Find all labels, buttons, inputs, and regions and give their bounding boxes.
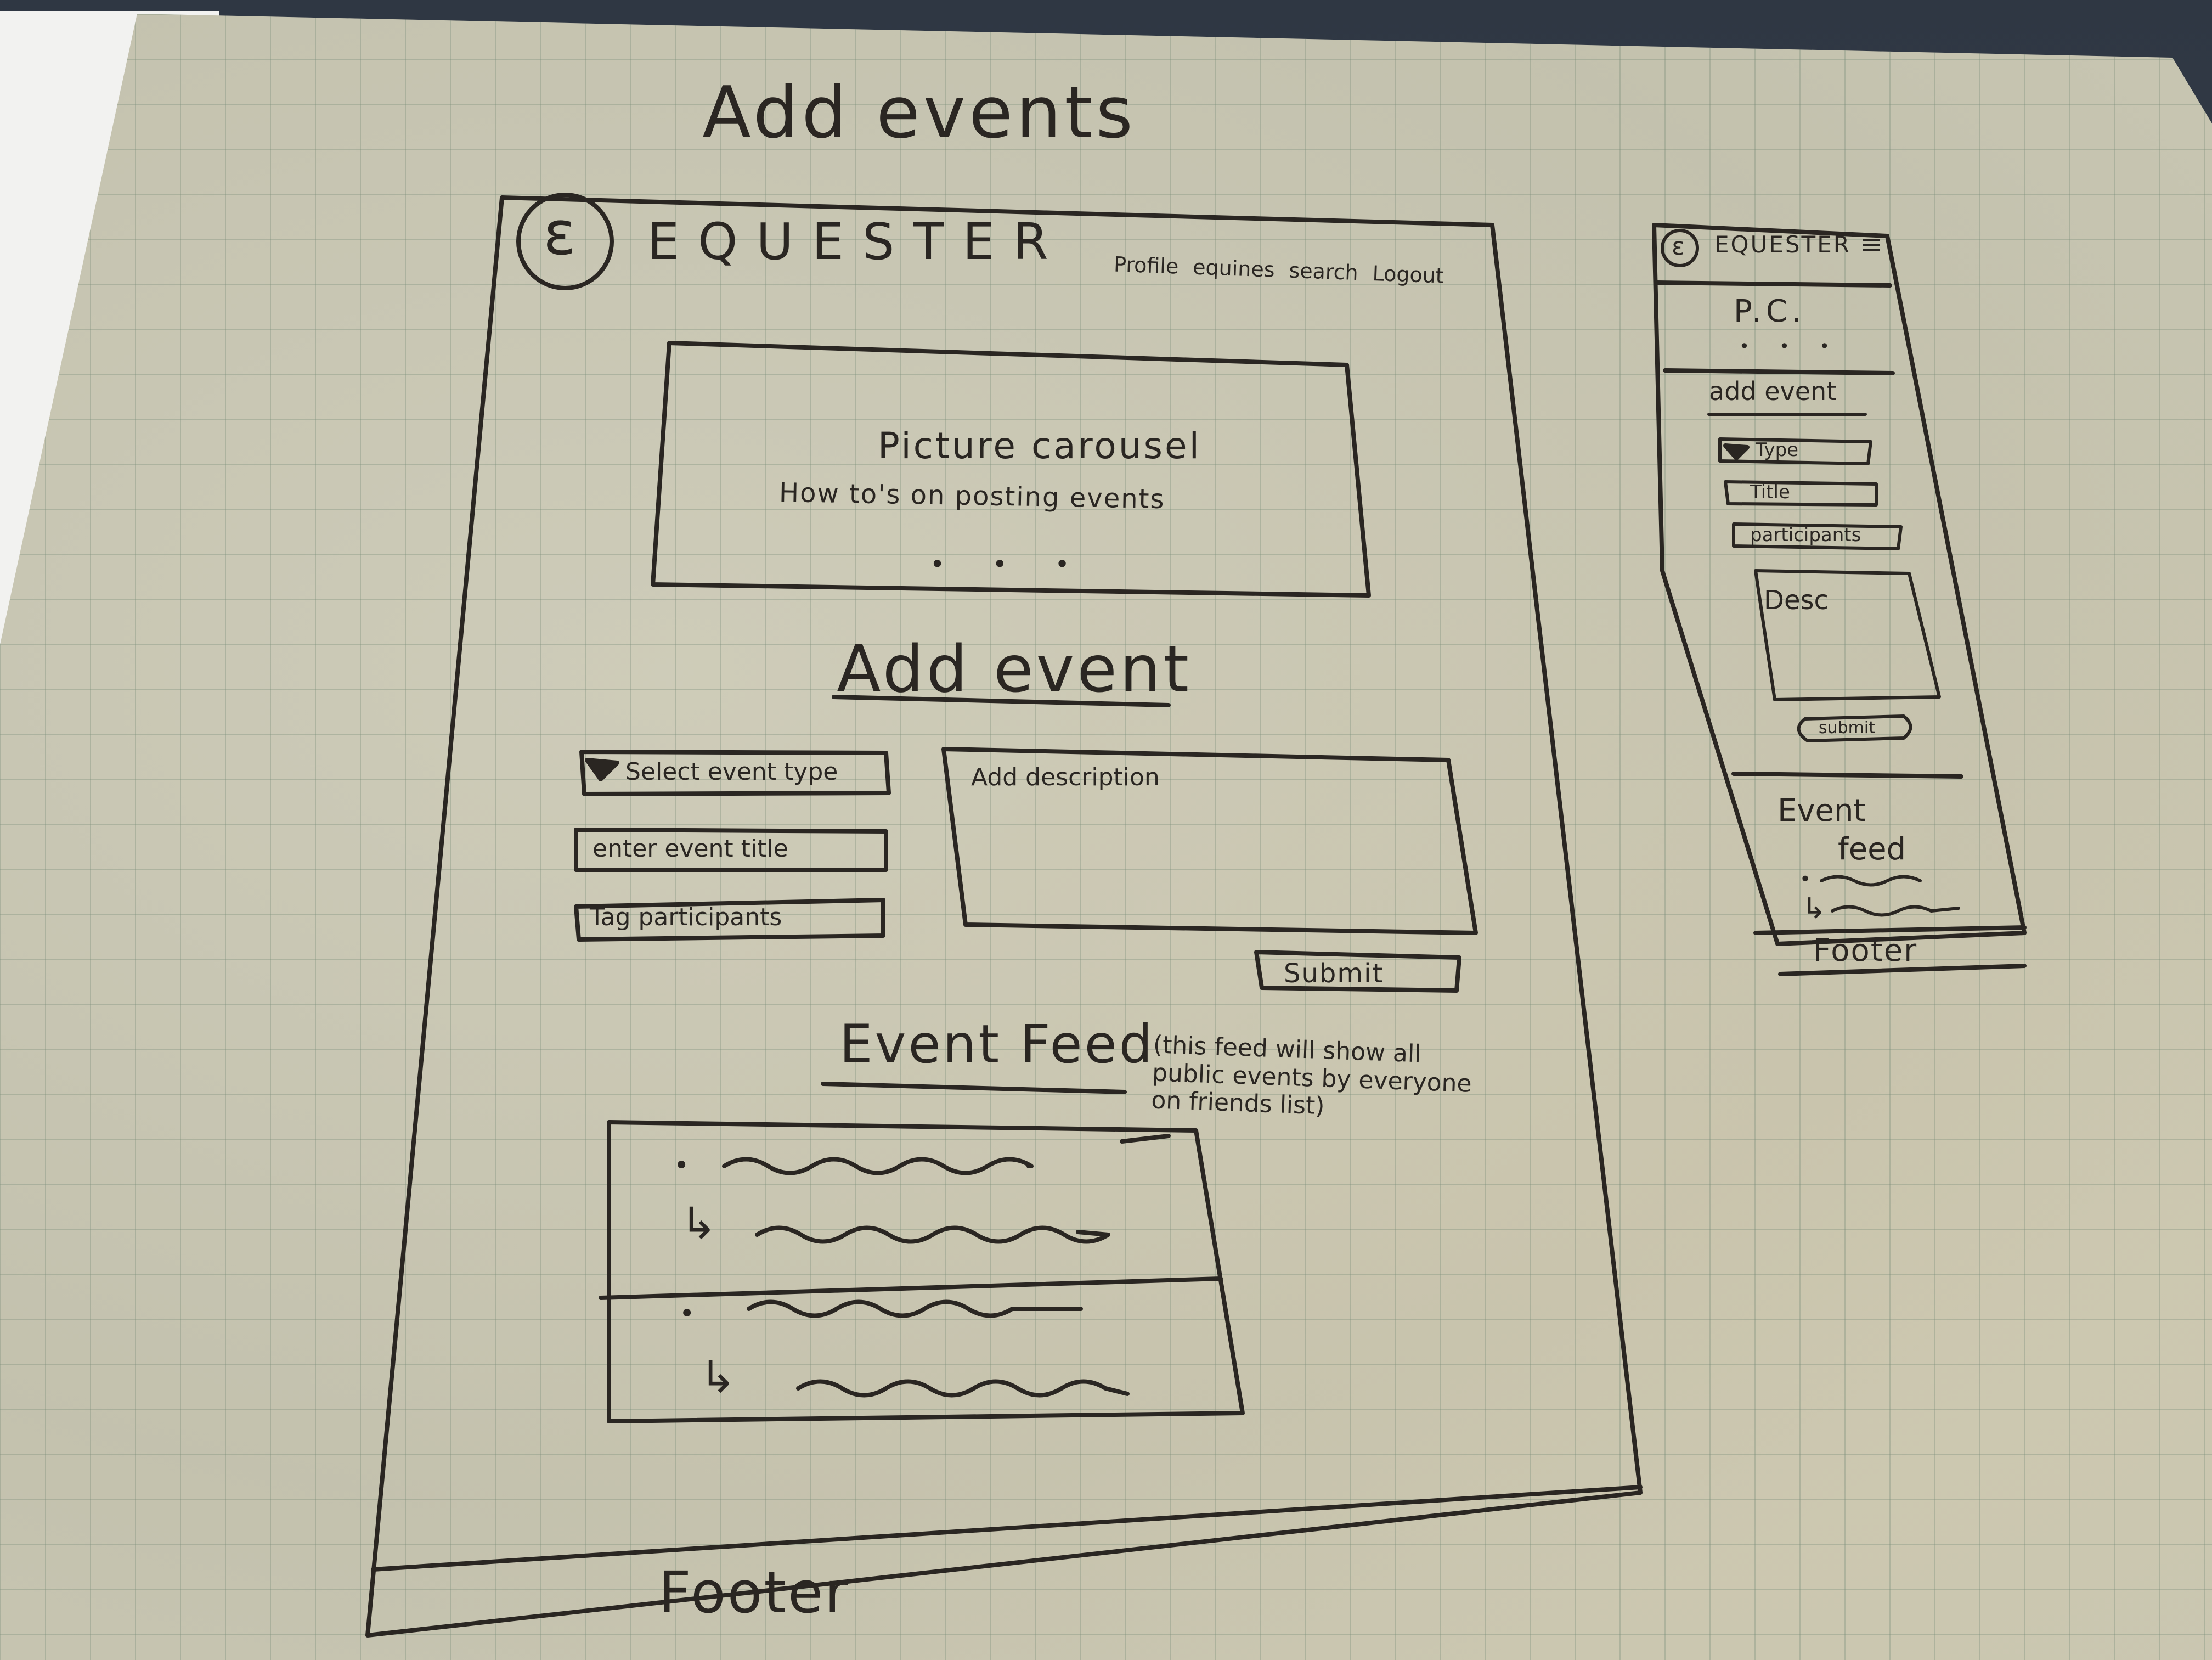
submit-box	[1254, 950, 1462, 993]
mobile-brand: EQUESTER	[1714, 231, 1851, 258]
mobile-title-input[interactable]: Title	[1750, 481, 1790, 503]
mobile-carousel-divider	[1663, 368, 1895, 375]
nav-equines[interactable]: equines	[1192, 255, 1276, 282]
desktop-frame	[365, 195, 1643, 1638]
mobile-logo-circle	[1661, 229, 1699, 267]
mobile-menu-icon[interactable]: ≡	[1860, 228, 1883, 260]
mobile-submit-button[interactable]: submit	[1819, 718, 1876, 738]
mobile-add-event-heading: add event	[1709, 376, 1837, 406]
event-title-input[interactable]: enter event title	[592, 835, 788, 863]
mobile-title-box	[1724, 480, 1878, 507]
mobile-feed-reply-arrow: ↳	[1802, 892, 1826, 925]
carousel-dots[interactable]: • • •	[930, 549, 1090, 579]
mobile-type-select[interactable]: Type	[1756, 439, 1799, 461]
grid-paper	[0, 14, 2212, 1660]
mobile-feed-heading-line1: Event	[1778, 793, 1866, 829]
event-type-select[interactable]: Select event type	[625, 758, 838, 786]
add-event-heading: Add event	[837, 631, 1192, 707]
desktop-logo-circle	[516, 193, 614, 290]
feed-item-1-bullet: •	[674, 1150, 690, 1181]
mobile-submit-pill	[1797, 714, 1912, 742]
event-title-box	[574, 828, 888, 872]
mobile-feed-divider	[1731, 772, 1963, 779]
mobile-desc-textarea[interactable]: Desc	[1764, 585, 1829, 616]
desktop-carousel-box	[651, 341, 1371, 598]
feed-item-1-reply-arrow: ↳	[680, 1198, 718, 1249]
mobile-footer: Footer	[1813, 933, 1918, 969]
mobile-participants-box	[1732, 522, 1903, 550]
description-box	[941, 747, 1478, 935]
description-textarea[interactable]: Add description	[971, 763, 1160, 791]
participants-input[interactable]: Tag participants	[590, 903, 782, 931]
event-type-caret	[585, 758, 619, 781]
feed-note: (this feed will show all public events b…	[1150, 1031, 1472, 1121]
mobile-feed-line-1	[1820, 875, 1922, 887]
desktop-logo-mark: ε	[543, 198, 576, 268]
desktop-footer: Footer	[658, 1559, 850, 1626]
desktop-brand: EQUESTER	[647, 212, 1067, 271]
feed-item-2-reply-arrow: ↳	[699, 1352, 737, 1403]
mobile-feed-bullet: •	[1799, 868, 1812, 891]
mobile-desc-box	[1754, 569, 1941, 701]
mobile-footer-divider	[1753, 925, 2027, 935]
mobile-feed-line-2	[1831, 905, 1960, 917]
mobile-carousel-label: P.C.	[1734, 294, 1806, 329]
mobile-carousel-dots[interactable]: • • •	[1739, 336, 1842, 357]
submit-button[interactable]: Submit	[1284, 958, 1384, 989]
nav-search[interactable]: search	[1288, 258, 1359, 285]
feed-item-1-line	[722, 1157, 1034, 1175]
page-title: Add events	[702, 71, 1136, 154]
event-type-box	[579, 750, 891, 796]
feed-divider	[599, 1276, 1223, 1300]
desktop-footer-divider	[371, 1485, 1643, 1572]
add-event-underline	[832, 695, 1171, 707]
mobile-logo-mark: ε	[1672, 233, 1685, 261]
mobile-frame	[1652, 223, 2027, 946]
feed-note-connector	[1120, 1134, 1171, 1144]
feed-item-2-reply-line	[796, 1379, 1130, 1398]
feed-item-2-bullet: •	[679, 1298, 695, 1329]
event-feed-heading: Event Feed	[839, 1014, 1155, 1075]
mobile-type-box	[1718, 437, 1872, 465]
mobile-feed-heading-line2: feed	[1838, 831, 1906, 867]
feed-box	[607, 1120, 1245, 1423]
nav-logout[interactable]: Logout	[1372, 261, 1444, 288]
carousel-subtitle: How to's on posting events	[778, 477, 1165, 515]
feed-item-2-line	[747, 1299, 1083, 1318]
nav-profile[interactable]: Profile	[1113, 252, 1180, 279]
feed-item-1-reply-line	[755, 1225, 1110, 1244]
mobile-header-divider	[1655, 280, 1892, 288]
event-feed-underline	[821, 1082, 1127, 1094]
participants-box	[574, 898, 885, 942]
mobile-participants-input[interactable]: participants	[1750, 524, 1861, 546]
carousel-title: Picture carousel	[878, 425, 1201, 467]
mobile-type-caret	[1723, 443, 1750, 460]
mobile-bottom-line	[1778, 964, 2027, 976]
